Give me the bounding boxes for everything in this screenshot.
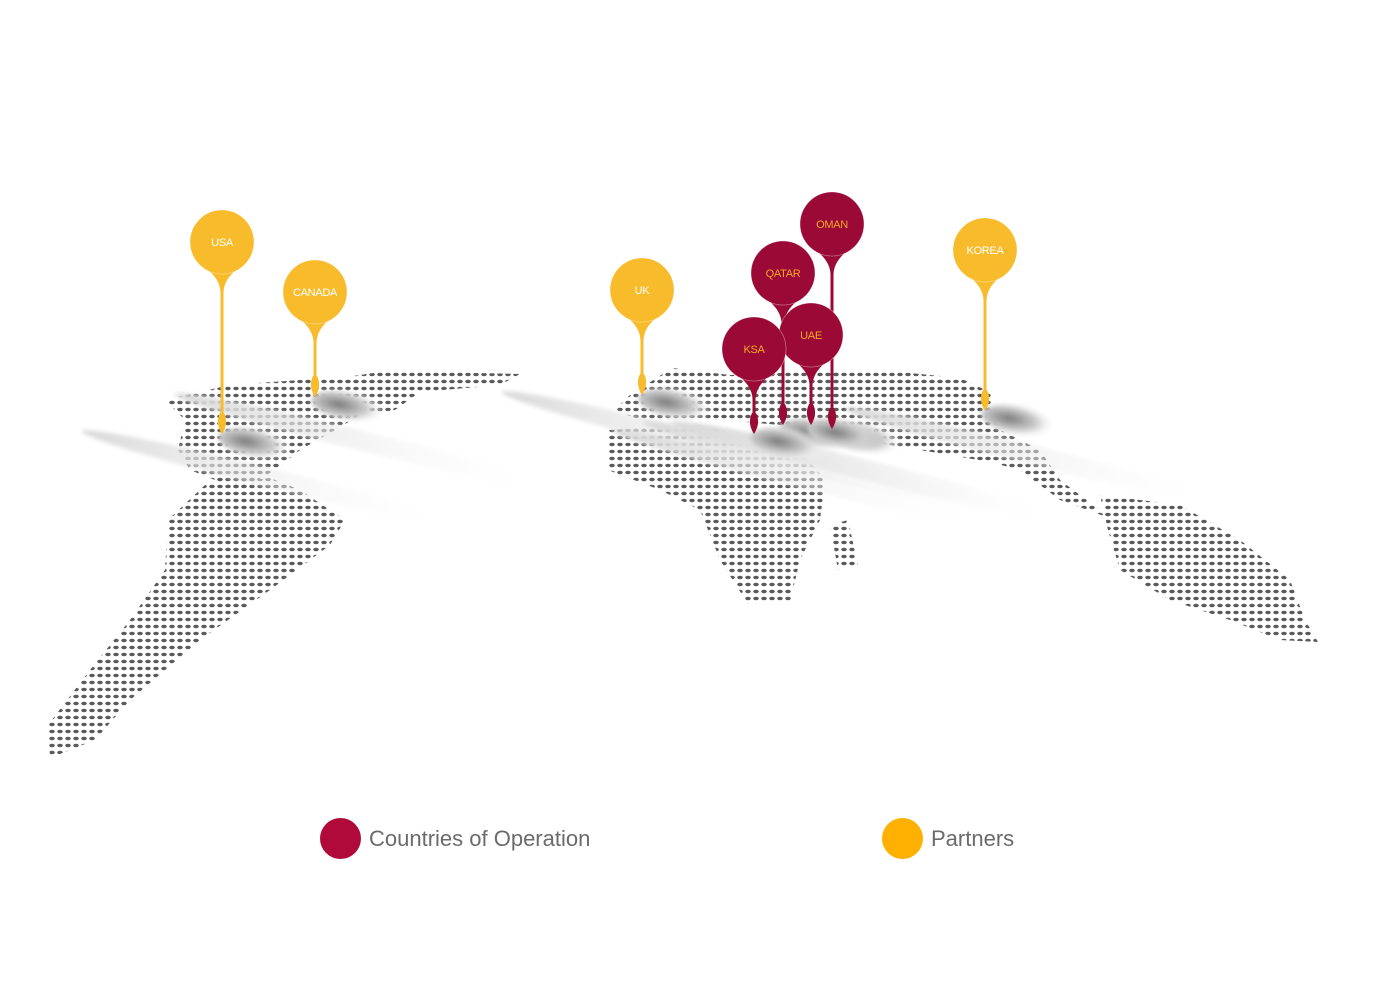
pin-usa[interactable] (189, 209, 255, 434)
pin-shadow (844, 404, 1233, 506)
legend-operation-swatch (320, 818, 361, 859)
pin-label: KSA (743, 344, 765, 356)
pin-shadow (174, 390, 563, 492)
pin-ksa[interactable] (721, 316, 787, 434)
pin-label: UK (634, 285, 650, 297)
pin-label: OMAN (816, 219, 848, 231)
pin-shadow (613, 427, 1002, 529)
pin-shadows (81, 388, 1233, 529)
eurasia (615, 368, 1115, 520)
legend-partner-swatch (882, 818, 923, 859)
pin-label: USA (211, 237, 233, 249)
legend-partner: Partners (882, 818, 1014, 859)
madagascar (830, 520, 858, 570)
pin-label: CANADA (292, 287, 338, 299)
pin-uae[interactable] (778, 302, 844, 425)
south-america (48, 478, 345, 758)
north-america (165, 372, 520, 490)
pin-canada[interactable] (282, 259, 348, 397)
pin-uk[interactable] (609, 257, 675, 395)
pin-korea[interactable] (952, 217, 1018, 411)
legend-operation: Countries of Operation (320, 818, 590, 859)
legend-operation-label: Countries of Operation (369, 825, 591, 851)
pin-label: UAE (800, 330, 822, 342)
pins (189, 191, 1018, 434)
pin-label: QATAR (765, 268, 801, 280)
legend-partner-label: Partners (931, 825, 1015, 851)
pin-shadow (81, 427, 470, 529)
australia (1100, 495, 1318, 642)
pin-label: KOREA (966, 245, 1004, 257)
